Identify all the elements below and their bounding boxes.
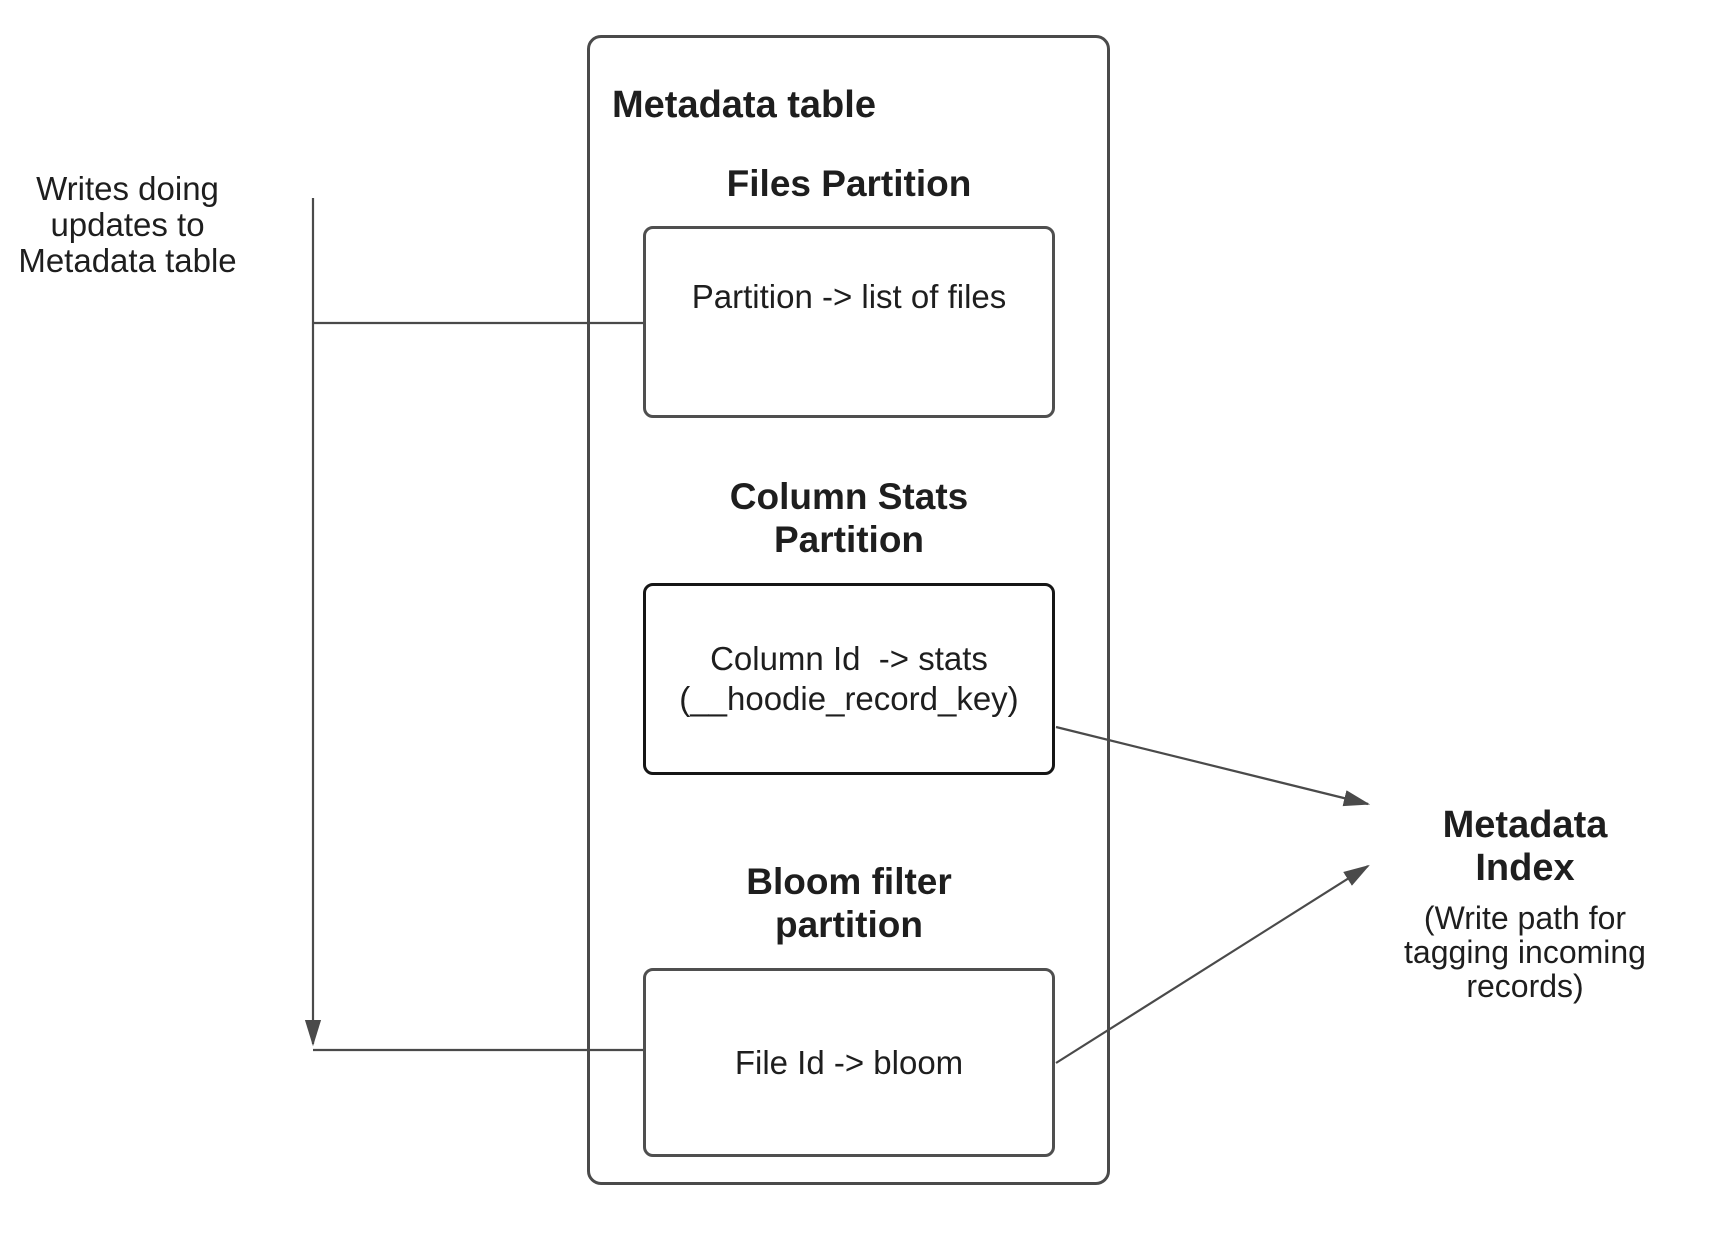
column-stats-partition-box: Column Id -> stats (__hoodie_record_key) <box>643 583 1055 775</box>
column-stats-partition-heading: Column Stats Partition <box>729 476 969 560</box>
metadata-index-title: Metadata Index <box>1442 804 1608 889</box>
writes-note: Writes doing updates to Metadata table <box>18 170 237 279</box>
files-partition-heading: Files Partition <box>726 163 972 204</box>
column-stats-partition-body: Column Id -> stats (__hoodie_record_key) <box>679 640 1019 717</box>
bloom-filter-partition-heading: Bloom filter partition <box>746 861 952 945</box>
files-partition-body: Partition -> list of files <box>691 278 1007 315</box>
metadata-index-subtitle: (Write path for tagging incoming records… <box>1404 900 1646 1004</box>
files-partition-box: Partition -> list of files <box>643 226 1055 418</box>
bloom-filter-partition-body: File Id -> bloom <box>734 1043 964 1081</box>
bloom-filter-partition-box: File Id -> bloom <box>643 968 1055 1157</box>
metadata-table-box: Metadata table Files Partition Partition… <box>587 35 1110 1185</box>
metadata-table-title: Metadata table <box>612 84 876 126</box>
